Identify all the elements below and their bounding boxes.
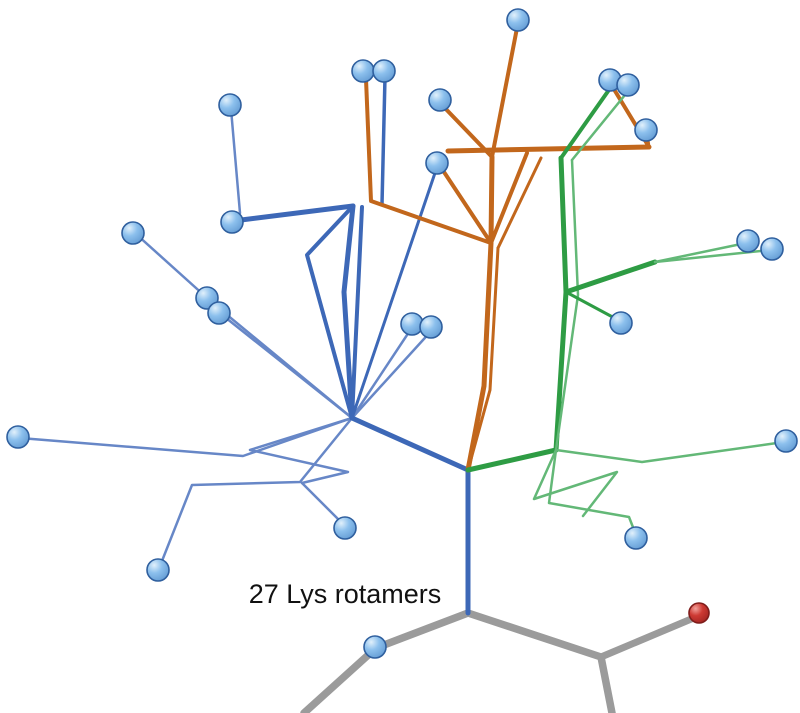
bond-orange <box>364 77 493 245</box>
nitrogen-atom <box>760 237 784 261</box>
bond-orange <box>465 154 495 473</box>
bond-blue <box>305 204 355 420</box>
bond-blue <box>350 205 364 420</box>
nitrogen-atom <box>506 8 530 32</box>
nitrogen-atom <box>220 210 244 234</box>
bond-green_light <box>554 158 580 452</box>
bond-blue <box>380 75 387 206</box>
nitrogen-atom <box>624 526 648 550</box>
rotamer-count-label: 27 Lys rotamers <box>249 579 442 609</box>
nitrogen-atom <box>333 516 357 540</box>
bond-blue_light <box>18 416 354 458</box>
bond-green <box>559 85 613 160</box>
bond-blue <box>230 203 356 224</box>
bond-orange <box>466 246 500 472</box>
bond-green <box>564 290 622 323</box>
bond-green_light <box>547 448 638 537</box>
nitrogen-atom <box>363 635 387 659</box>
nitrogen-atom <box>372 59 396 83</box>
bond-blue_light <box>300 481 346 527</box>
bond-green <box>465 447 559 473</box>
nitrogen-atom <box>218 93 242 117</box>
nitrogen-atom <box>616 73 640 97</box>
bond-gray <box>300 609 472 713</box>
bond-gray <box>597 613 700 661</box>
bonds-layer <box>18 26 786 713</box>
bond-orange <box>490 26 519 159</box>
nitrogen-atom <box>609 311 633 335</box>
nitrogen-atom <box>774 429 798 453</box>
nitrogen-atom <box>146 558 170 582</box>
bond-orange <box>438 164 493 245</box>
nitrogen-atom <box>207 301 231 325</box>
bond-green <box>563 259 658 295</box>
nitrogen-atom <box>419 315 443 339</box>
bond-gray <box>464 609 616 713</box>
bond-green_light <box>653 241 748 264</box>
bond-green_light <box>570 88 631 162</box>
bond-blue <box>350 165 439 420</box>
atoms-layer <box>6 8 798 659</box>
bond-blue_light <box>134 232 208 299</box>
bond-blue_light <box>248 416 354 485</box>
bond-green_light <box>532 448 619 518</box>
bond-blue_light <box>350 324 415 420</box>
bond-orange <box>445 144 652 154</box>
nitrogen-atom <box>425 151 449 175</box>
oxygen-atom <box>688 602 710 624</box>
bond-green_light <box>554 440 786 464</box>
nitrogen-atom <box>634 118 658 142</box>
bond-blue_light <box>158 416 354 568</box>
bond-orange <box>496 156 543 250</box>
nitrogen-atom <box>351 59 375 83</box>
nitrogen-atom <box>6 425 30 449</box>
nitrogen-atom <box>428 88 452 112</box>
nitrogen-atom <box>121 221 145 245</box>
nitrogen-atom <box>736 229 760 253</box>
bond-blue_light <box>229 107 242 215</box>
bond-orange <box>489 151 529 245</box>
bond-blue_light <box>350 327 435 420</box>
bond-blue_light <box>219 312 354 420</box>
bond-blue <box>349 415 471 473</box>
bond-blue <box>341 203 356 421</box>
